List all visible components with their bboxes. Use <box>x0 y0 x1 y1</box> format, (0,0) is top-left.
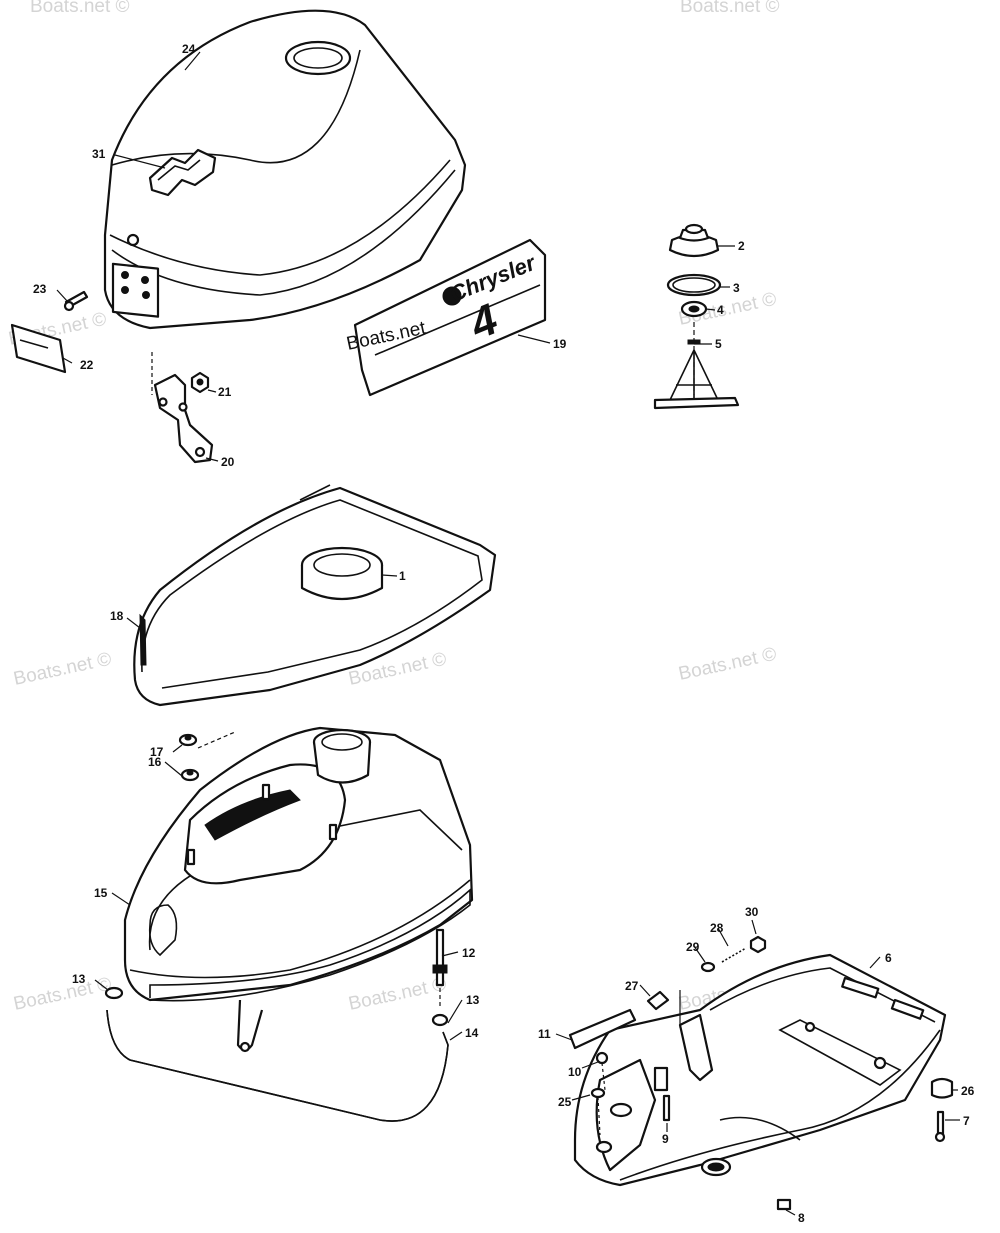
callout-18: 18 <box>110 609 124 623</box>
part-21-nut-icon <box>190 371 210 394</box>
callout-12: 12 <box>462 946 476 960</box>
callout-25: 25 <box>558 1095 572 1109</box>
part-22-label-plate-icon <box>10 323 67 374</box>
callout-17: 17 <box>150 745 164 759</box>
callout-29: 29 <box>686 940 700 954</box>
part-26-knob-icon <box>930 1077 954 1099</box>
watermark-left-2: Boats.net © <box>12 649 114 690</box>
part-25-spacer-icon <box>590 1087 606 1136</box>
callout-labels: 24 31 23 22 21 20 19 2 3 4 5 1 18 17 16 … <box>33 42 975 1225</box>
callout-7: 7 <box>963 1114 970 1128</box>
part-31-emblem-icon <box>148 148 217 197</box>
part-28-spring-icon <box>721 947 747 963</box>
part-4-washer-icon <box>680 300 708 318</box>
callout-20: 20 <box>221 455 235 469</box>
part-12-stud-icon <box>432 928 448 1008</box>
part-10-screw-icon <box>595 1051 609 1091</box>
callout-16: 16 <box>148 755 162 769</box>
callout-24: 24 <box>182 42 196 56</box>
callout-21: 21 <box>218 385 232 399</box>
part-13-clip-left-icon <box>104 986 124 1000</box>
part-17-nut-icon <box>178 731 236 749</box>
part-30-nut-icon <box>749 935 767 954</box>
callout-8: 8 <box>798 1211 805 1225</box>
part-15-lower-cover <box>123 726 474 1053</box>
callout-6: 6 <box>885 951 892 965</box>
callout-31: 31 <box>92 147 106 161</box>
watermark-top-left: Boats.net © <box>30 0 130 17</box>
callout-23: 23 <box>33 282 47 296</box>
part-27-bushing-icon <box>646 990 670 1011</box>
callout-10: 10 <box>568 1065 582 1079</box>
part-9-pin-icon <box>662 1094 671 1122</box>
callout-11: 11 <box>538 1027 551 1041</box>
callout-13-right: 13 <box>466 993 480 1007</box>
callout-1: 1 <box>399 569 406 583</box>
callout-5: 5 <box>715 337 722 351</box>
part-29-nut-icon <box>700 961 716 973</box>
callout-4: 4 <box>717 303 724 317</box>
watermark-right-2: Boats.net © <box>677 644 779 685</box>
callout-26: 26 <box>961 1084 975 1098</box>
part-18-gasket-tray <box>133 484 497 707</box>
callout-15: 15 <box>94 886 108 900</box>
callout-19: 19 <box>553 337 567 351</box>
part-16-nut-icon <box>180 768 200 782</box>
callout-30: 30 <box>745 905 759 919</box>
part-8-clip-icon <box>776 1198 792 1211</box>
watermark-top-right: Boats.net © <box>680 0 780 17</box>
callout-3: 3 <box>733 281 740 295</box>
callout-14: 14 <box>465 1026 479 1040</box>
part-7-screw-icon <box>934 1110 946 1143</box>
callout-22: 22 <box>80 358 94 372</box>
callout-13-left: 13 <box>72 972 86 986</box>
part-24-upper-cover <box>103 9 467 330</box>
part-5-strainer-icon <box>653 322 740 410</box>
leader-lines <box>56 51 960 1216</box>
part-20-bracket <box>151 352 214 464</box>
part-2-fuel-cap-icon <box>668 223 720 258</box>
watermark-center-3: Boats.net © <box>347 974 449 1015</box>
part-23-screw-icon <box>63 290 89 312</box>
part-3-gasket-ring-icon <box>666 273 722 297</box>
part-13-clip-right-icon <box>431 1013 449 1027</box>
part-19-decal: Chrysler 4 Boats.net <box>345 238 547 397</box>
callout-9: 9 <box>662 1132 669 1146</box>
callout-2: 2 <box>738 239 745 253</box>
watermark-left-3: Boats.net © <box>12 974 114 1015</box>
part-14-bail-handle <box>106 1009 449 1122</box>
callout-28: 28 <box>710 921 724 935</box>
callout-27: 27 <box>625 979 639 993</box>
part-11-strip-icon <box>568 1008 637 1050</box>
